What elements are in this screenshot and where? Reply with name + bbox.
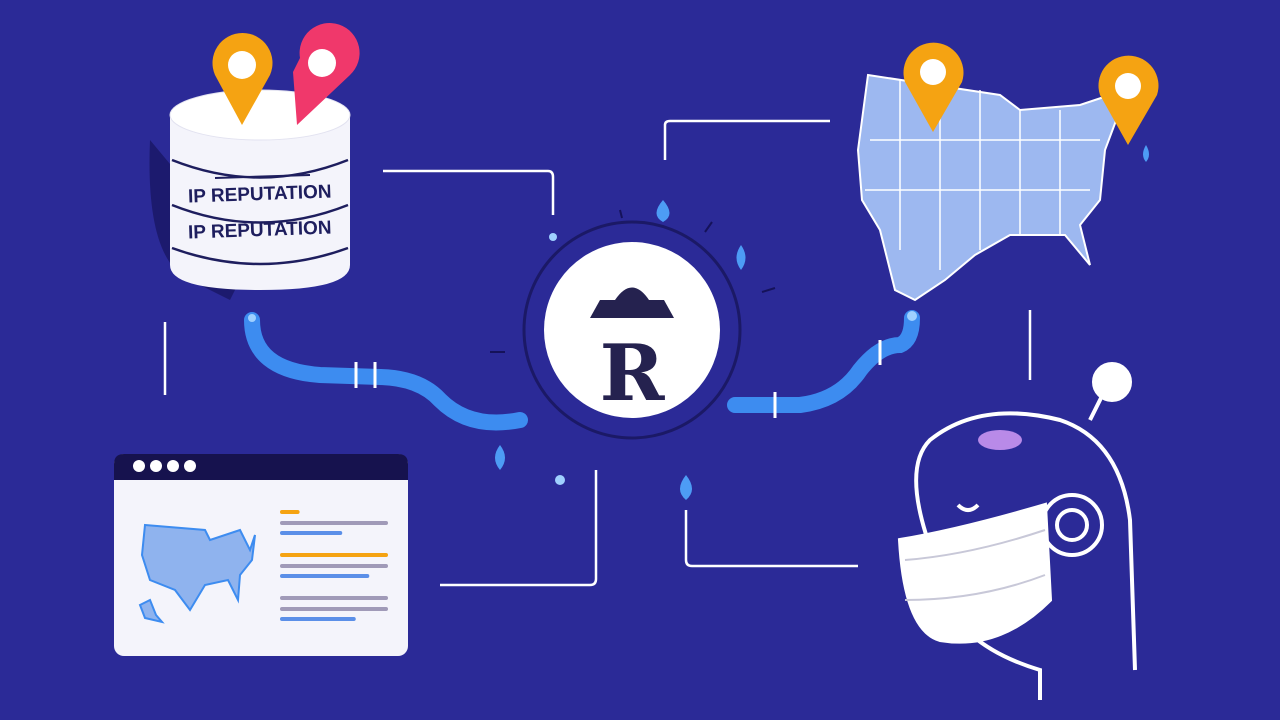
content-lines [280,510,388,621]
browser-window [114,454,408,656]
connector-line [663,119,830,160]
us-map [856,73,1122,302]
location-pin-icon [293,23,360,126]
pipe-rings [354,340,882,418]
droplet-icons [495,145,1149,500]
logo-letter: R [600,328,666,419]
radiating-rays [490,209,776,353]
window-dots [133,460,196,472]
db-label-bottom: IP REPUTATION [188,218,332,244]
location-pin-icon [212,33,273,125]
data-pipes [244,310,920,431]
connector-line [684,510,858,568]
us-map-thumbnail [140,523,256,612]
masked-robot-head [897,362,1137,700]
ip-reputation-database: IP REPUTATION IP REPUTATION [149,89,351,300]
db-label-top: IP REPUTATION [188,182,332,208]
head-highlight [978,430,1022,450]
pipe-right [727,310,920,413]
location-pin-icon [903,42,964,132]
connector-lines [163,119,1032,587]
location-pin-icon [1098,55,1159,145]
center-logo-badge: R [522,220,742,440]
sparkle-icons [248,233,917,485]
connector-line [440,470,598,587]
connector-line [383,169,555,215]
pipe-left [244,312,528,431]
